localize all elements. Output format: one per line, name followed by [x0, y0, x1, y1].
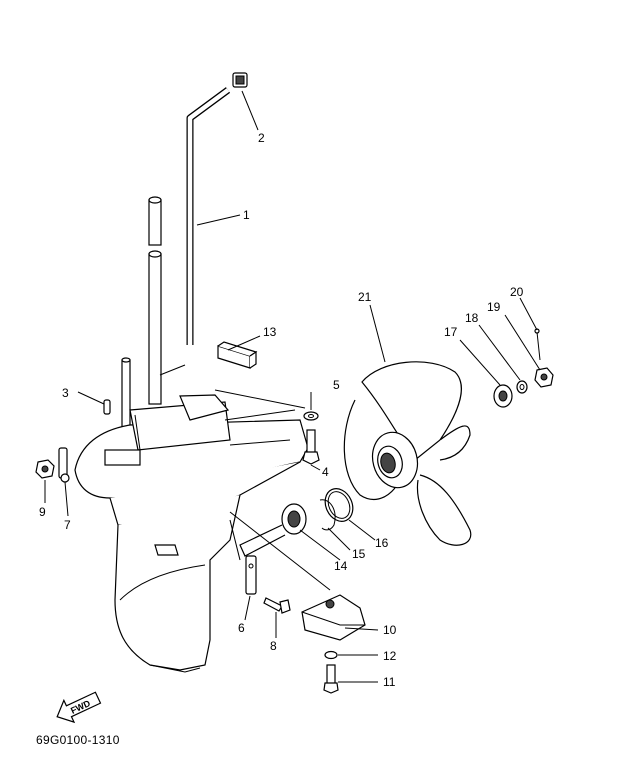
part-18-washer — [516, 380, 528, 394]
part-21-propeller — [343, 361, 472, 546]
part-15-circlip — [319, 499, 336, 531]
part-14-shaft-housing — [239, 503, 307, 557]
callout-18: 18 — [465, 311, 479, 325]
part-2-grommet — [232, 72, 248, 88]
part-20-cotter-pin — [534, 328, 541, 361]
part-6-bracket — [245, 555, 257, 595]
part-16-o-ring — [324, 488, 354, 522]
callout-10: 10 — [383, 623, 397, 637]
part-10-anode — [301, 594, 366, 641]
callout-5: 5 — [333, 378, 340, 392]
part-7-bracket — [58, 447, 70, 483]
part-5-washer — [303, 411, 319, 421]
callout-21: 21 — [358, 290, 372, 304]
part-17-spacer — [493, 384, 513, 408]
callout-labels: 1 2 3 4 5 6 7 8 9 10 11 12 13 14 15 16 1… — [39, 131, 524, 689]
fwd-arrow: FWD — [56, 691, 102, 724]
part-13-plate — [217, 341, 258, 369]
part-11-bolt — [323, 664, 339, 694]
part-12-washer — [324, 650, 338, 660]
part-1-water-tube — [186, 87, 231, 345]
part-9-nut — [35, 459, 55, 479]
lower-casing — [74, 394, 309, 673]
callout-19: 19 — [487, 300, 501, 314]
part-19-nut — [534, 367, 554, 388]
callout-4: 4 — [322, 465, 329, 479]
callout-17: 17 — [444, 325, 458, 339]
callout-14: 14 — [334, 559, 348, 573]
callout-2: 2 — [258, 131, 265, 145]
part-3-pin — [103, 399, 111, 415]
leader-lines — [44, 90, 541, 683]
callout-8: 8 — [270, 639, 277, 653]
callout-7: 7 — [64, 518, 71, 532]
part-4-bolt — [302, 429, 320, 465]
callout-1: 1 — [243, 208, 250, 222]
callout-13: 13 — [263, 325, 277, 339]
callout-16: 16 — [375, 536, 389, 550]
callout-11: 11 — [383, 675, 396, 689]
callout-12: 12 — [383, 649, 397, 663]
callout-15: 15 — [352, 547, 366, 561]
part-8-screw — [263, 597, 291, 614]
callout-3: 3 — [62, 386, 69, 400]
callout-20: 20 — [510, 285, 524, 299]
figure-code: 69G0100-1310 — [36, 733, 120, 747]
callout-9: 9 — [39, 505, 46, 519]
callout-6: 6 — [238, 621, 245, 635]
drive-shaft — [121, 196, 162, 451]
